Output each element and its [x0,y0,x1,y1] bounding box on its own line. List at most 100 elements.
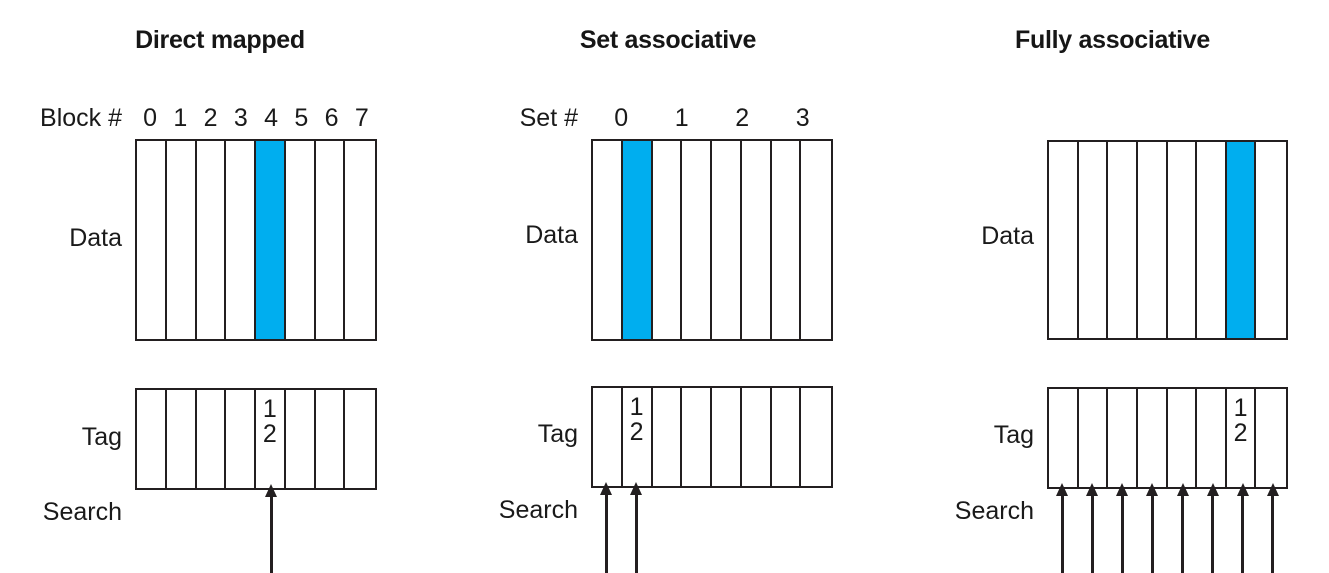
tag-value: 1 [629,393,644,421]
search-label-fully-associative: Search [954,497,1034,525]
tag-cell[interactable] [741,388,772,486]
data-cell[interactable] [345,141,375,339]
data-row-label-set-associative: Data [525,221,578,249]
data-cell[interactable] [285,141,316,339]
search-arrows-set-associative [591,493,833,573]
tag-cell[interactable] [137,390,167,488]
search-arrows-fully-associative [1047,494,1288,573]
tag-grid-fully-associative: 1 2 [1047,387,1288,489]
tag-cell[interactable] [285,390,316,488]
index-label-block-number: Block # [40,104,122,132]
tag-cell[interactable] [1137,389,1168,487]
tag-value: 2 [262,419,277,448]
tag-row-label-direct-mapped: Tag [81,423,122,451]
index-values-direct-mapped: 0 1 2 3 4 5 6 7 [135,103,377,133]
data-cell[interactable] [1167,142,1198,338]
tag-cell-filled[interactable]: 1 2 [622,388,653,486]
tag-cell[interactable] [801,388,831,486]
index-row-direct-mapped: Block # 0 1 2 3 4 5 6 7 [40,103,377,133]
tag-cell[interactable] [1256,389,1286,487]
index-values-set-associative: 0 1 2 3 [591,103,833,133]
data-cell[interactable] [315,141,346,339]
data-cell[interactable] [137,141,167,339]
tag-cell[interactable] [1078,389,1109,487]
tag-cell[interactable] [196,390,227,488]
search-arrow-icon [634,493,638,573]
tag-cell[interactable] [682,388,712,486]
index-value: 1 [173,104,188,132]
data-row-label-fully-associative: Data [981,222,1034,250]
search-arrow-icon [1120,494,1124,573]
search-arrow-icon [1241,494,1245,573]
data-cell[interactable] [652,141,683,339]
data-cell[interactable] [166,141,197,339]
tag-value-stack: 1 2 [256,397,284,446]
panel-fully-associative: Fully associative Data Tag 1 2 Search [896,0,1329,573]
data-cell[interactable] [712,141,742,339]
data-cell-highlighted[interactable] [256,141,286,339]
data-cell[interactable] [1049,142,1079,338]
search-arrow-icon [1271,494,1275,573]
index-value: 3 [795,104,810,132]
search-arrow-icon [1090,494,1094,573]
data-cell[interactable] [226,141,256,339]
index-value: 4 [264,104,279,132]
panel-title-set-associative: Set associative [579,26,757,54]
tag-cell[interactable] [1167,389,1198,487]
data-cell[interactable] [1108,142,1138,338]
panel-direct-mapped: Direct mapped Block # 0 1 2 3 4 5 6 7 Da… [0,0,440,573]
tag-cell[interactable] [771,388,802,486]
data-cell[interactable] [741,141,772,339]
index-value: 2 [735,104,750,132]
tag-value-stack: 1 2 [623,395,651,444]
tag-value: 1 [1233,394,1248,422]
index-row-set-associative: Set # 0 1 2 3 [520,103,833,133]
data-cell[interactable] [801,141,831,339]
data-cell[interactable] [1256,142,1286,338]
index-value: 1 [674,104,689,132]
tag-cell[interactable] [166,390,197,488]
tag-cell[interactable] [1049,389,1079,487]
index-value: 2 [203,104,218,132]
tag-cell[interactable] [712,388,742,486]
data-cell[interactable] [771,141,802,339]
tag-cell-filled[interactable]: 1 2 [1226,389,1257,487]
data-grid-direct-mapped [135,139,377,341]
tag-value: 1 [262,395,277,423]
data-cell-highlighted[interactable] [1226,142,1257,338]
search-arrow-icon [1150,494,1154,573]
tag-cell-filled[interactable]: 1 2 [256,390,286,488]
data-grid-set-associative [591,139,833,341]
tag-row-label-fully-associative: Tag [993,421,1034,449]
tag-cell[interactable] [226,390,256,488]
tag-cell[interactable] [652,388,683,486]
data-cell[interactable] [1197,142,1227,338]
tag-cell[interactable] [1197,389,1227,487]
tag-cell[interactable] [345,390,375,488]
tag-grid-direct-mapped: 1 2 [135,388,377,490]
data-cell-highlighted[interactable] [622,141,653,339]
tag-cell[interactable] [593,388,623,486]
index-value: 0 [614,104,629,132]
tag-grid-set-associative: 1 2 [591,386,833,488]
data-cell[interactable] [1137,142,1168,338]
data-cell[interactable] [1078,142,1109,338]
data-grid-fully-associative [1047,140,1288,340]
data-cell[interactable] [196,141,227,339]
data-cell[interactable] [682,141,712,339]
panel-set-associative: Set associative Set # 0 1 2 3 Data Tag 1… [440,0,896,573]
tag-cell[interactable] [315,390,346,488]
panel-title-fully-associative: Fully associative [1015,26,1210,54]
search-arrows-direct-mapped [135,495,377,573]
tag-value: 2 [1233,418,1248,447]
tag-row-label-set-associative: Tag [537,420,578,448]
tag-cell[interactable] [1108,389,1138,487]
index-label-set-number: Set # [519,104,578,132]
panel-title-direct-mapped: Direct mapped [135,26,305,54]
search-arrow-icon [269,495,273,573]
search-arrow-icon [1211,494,1215,573]
search-arrow-icon [1060,494,1064,573]
data-cell[interactable] [593,141,623,339]
index-value: 7 [354,104,369,132]
index-value: 6 [324,104,339,132]
